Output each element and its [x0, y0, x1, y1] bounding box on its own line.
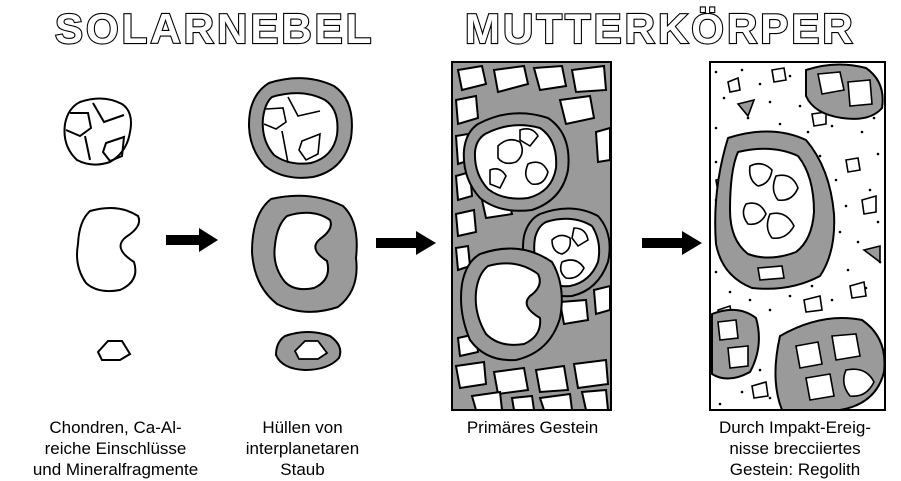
- caption-col1-line3: und Mineralfragmente: [8, 459, 223, 480]
- caption-col1: Chondren, Ca-Al- reiche Einschlüsse und …: [8, 417, 223, 480]
- primary-chondrule-a: [464, 113, 569, 211]
- rimmed-fragment: [276, 332, 340, 370]
- arrow-3: [642, 231, 702, 255]
- caption-col3: Primäres Gestein: [440, 417, 625, 438]
- regolith-clast-bottom-left: [712, 310, 759, 379]
- regolith-clast-bottom-right: [775, 318, 884, 410]
- primary-chondrule-c: [461, 249, 562, 361]
- regolith-panel: [710, 62, 885, 410]
- rimmed-chondrule-middle: [252, 196, 357, 312]
- mineral-fragment: [98, 341, 130, 360]
- bare-chondrule-top: [65, 98, 132, 164]
- caption-col2-line1: Hüllen von: [220, 417, 385, 438]
- caption-col4-line2: nisse brecciiertes: [690, 438, 900, 459]
- caption-col2: Hüllen von interplanetaren Staub: [220, 417, 385, 480]
- primary-rock-panel: [452, 62, 611, 410]
- caption-col4-line1: Durch Impakt-Ereig-: [690, 417, 900, 438]
- caption-col4: Durch Impakt-Ereig- nisse brecciiertes G…: [690, 417, 900, 480]
- caption-col1-line1: Chondren, Ca-Al-: [8, 417, 223, 438]
- rimmed-chondrule-top: [249, 78, 352, 178]
- caption-col2-line3: Staub: [220, 459, 385, 480]
- caption-col1-line2: reiche Einschlüsse: [8, 438, 223, 459]
- caption-col4-line3: Gestein: Regolith: [690, 459, 900, 480]
- caption-col2-line2: interplanetaren: [220, 438, 385, 459]
- arrow-1: [166, 228, 218, 252]
- regolith-chondrule-clast: [715, 131, 834, 288]
- regolith-clast-top-right: [806, 64, 883, 118]
- arrow-2: [376, 231, 436, 255]
- bare-chondrule-middle: [77, 208, 139, 291]
- caption-col3-line1: Primäres Gestein: [440, 417, 625, 438]
